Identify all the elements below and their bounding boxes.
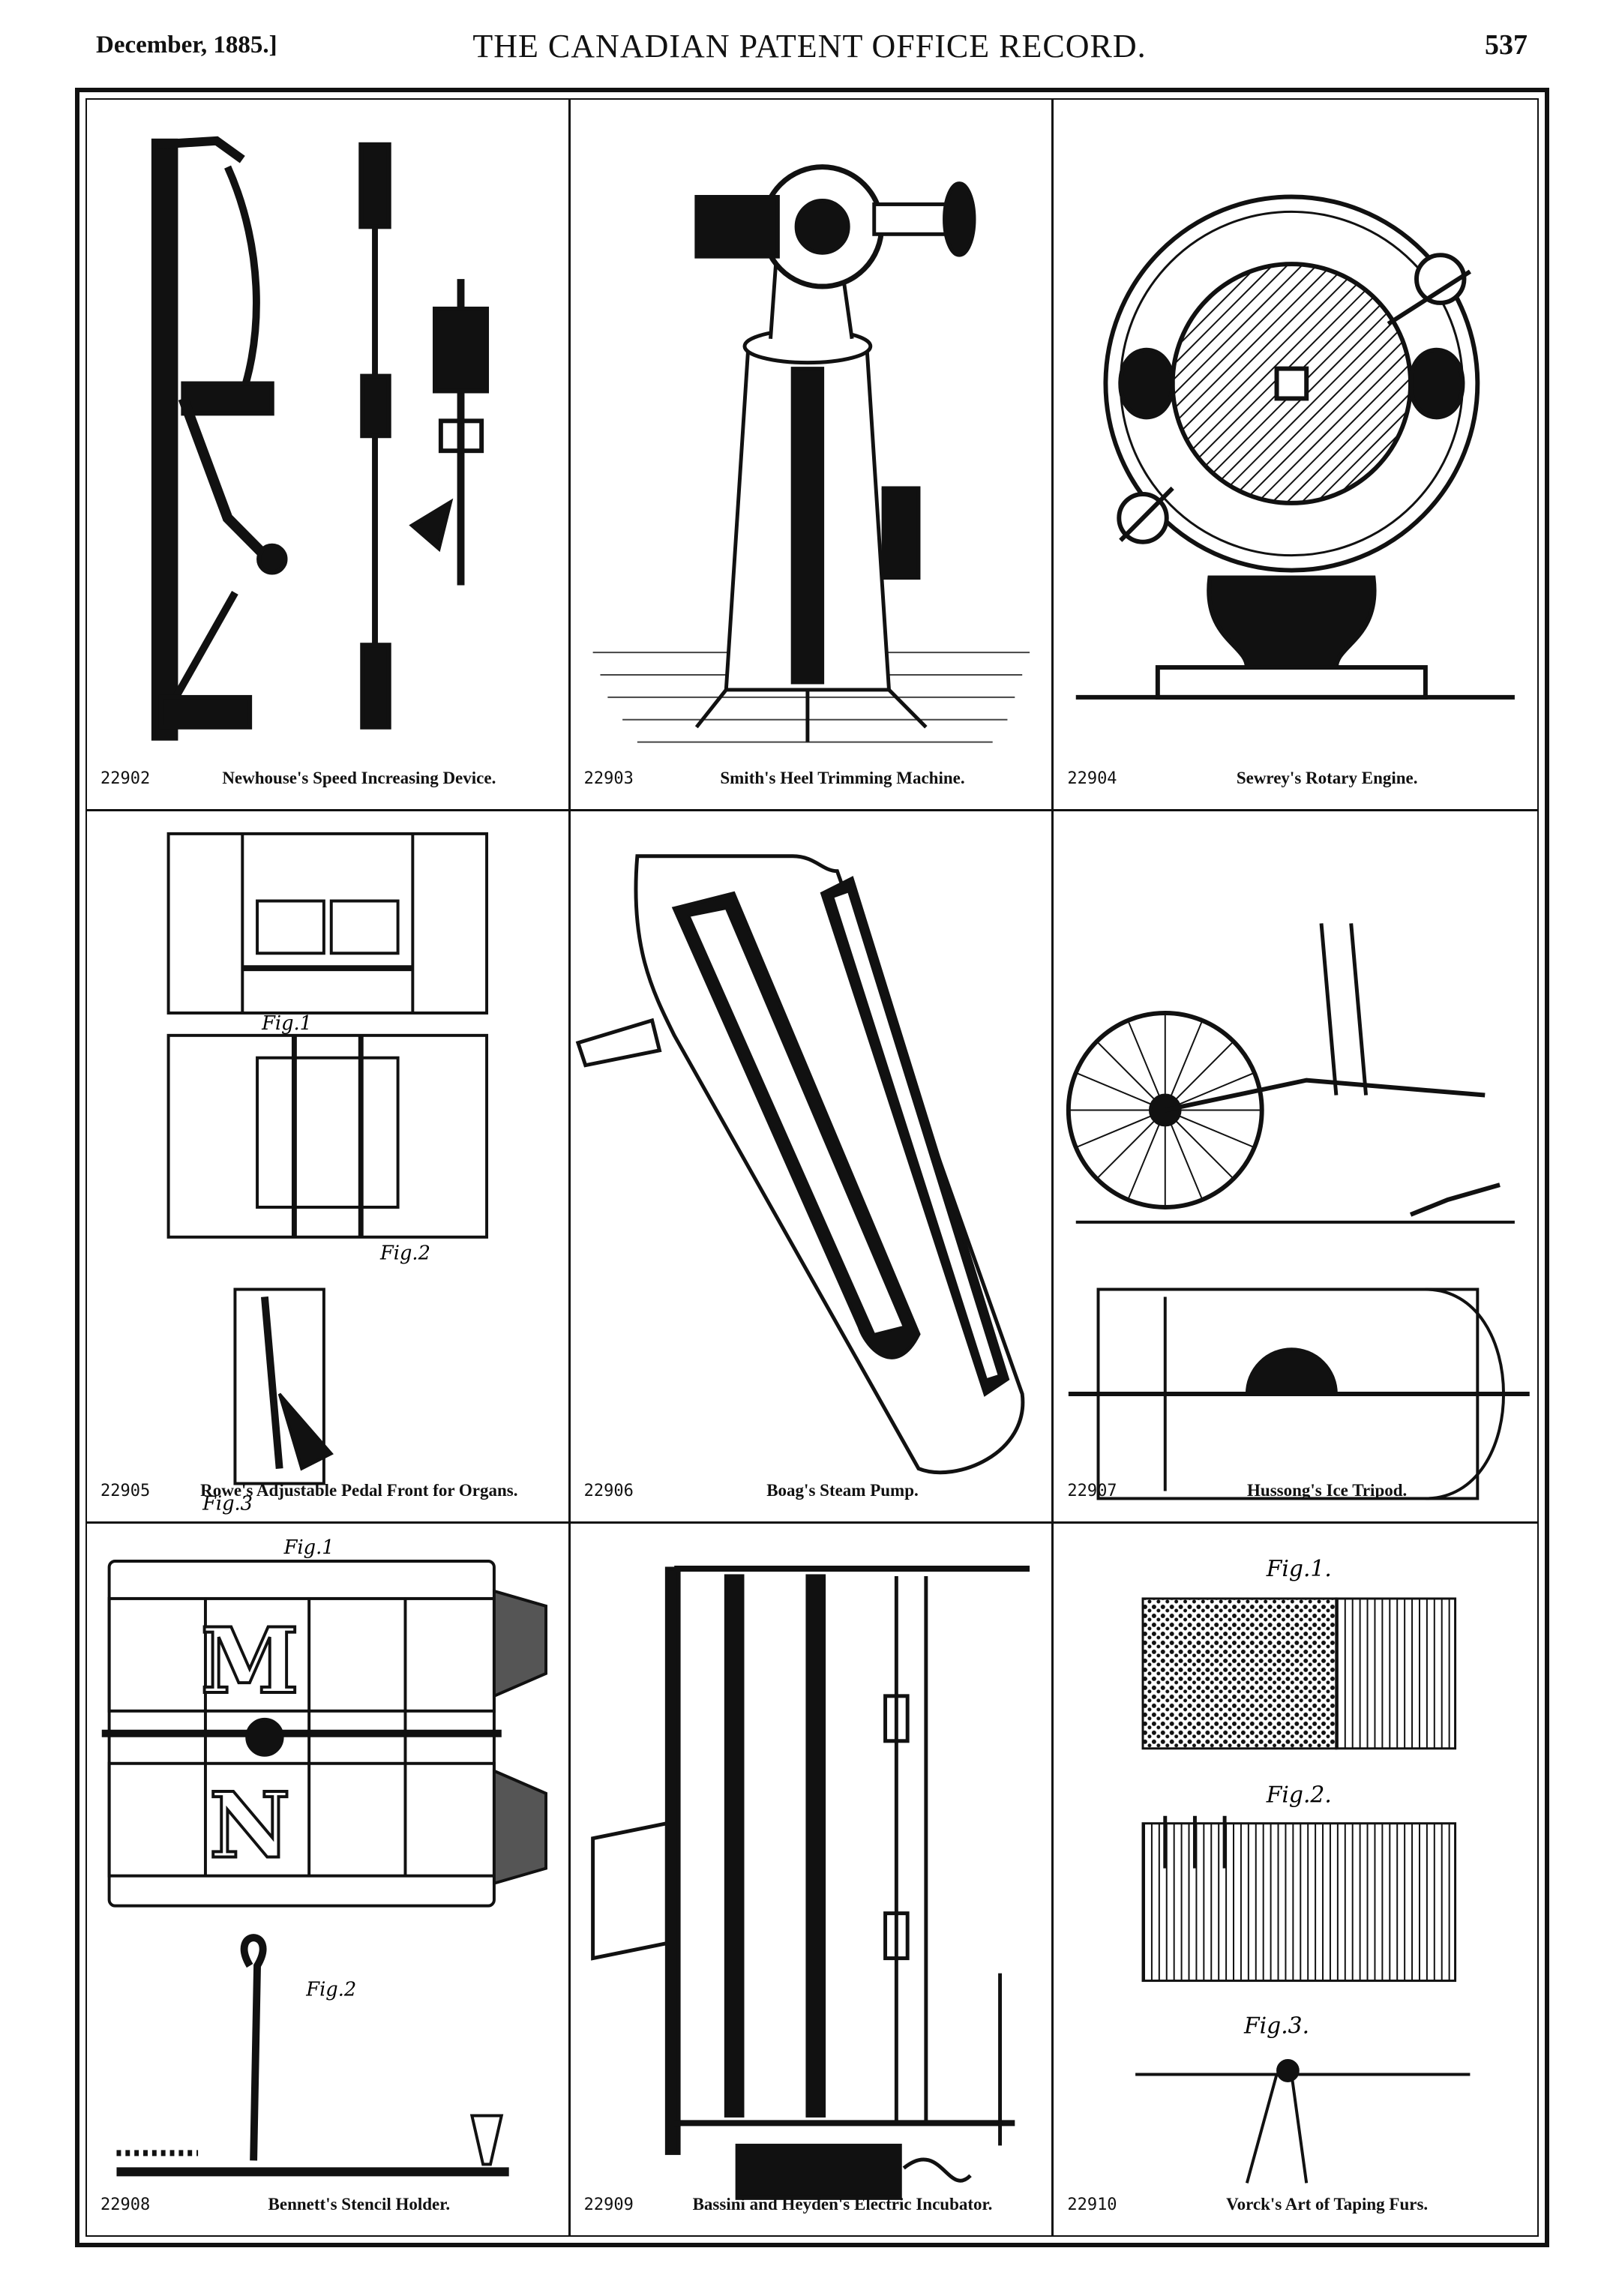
rotary-engine-drawing-icon	[1076, 194, 1516, 700]
patent-title: Smith's Heel Trimming Machine.	[720, 769, 965, 788]
patent-caption: 22910 Vorck's Art of Taping Furs.	[1067, 2195, 1527, 2214]
ice-tripod-wheel-drawing-icon	[1066, 923, 1531, 1500]
plate-frame: 22902 Newhouse's Speed Increasing Device…	[75, 88, 1549, 2247]
patent-title: Rowe's Adjustable Pedal Front for Organs…	[200, 1480, 518, 1500]
patent-number: 22910	[1067, 2195, 1117, 2214]
patent-caption: 22909 Bassini and Heyden's Electric Incu…	[584, 2195, 1042, 2214]
figure-label: Fig.2.	[1266, 1782, 1332, 1808]
patent-number: 22904	[1067, 769, 1117, 789]
patent-number: 22908	[100, 2195, 151, 2214]
patent-number: 22909	[583, 2195, 634, 2214]
steam-pump-trough-drawing-icon	[575, 854, 1024, 1475]
patent-title: Bennett's Stencil Holder.	[268, 2194, 451, 2214]
heel-trimming-machine-drawing-icon	[592, 164, 1030, 743]
patent-number: 22903	[583, 769, 634, 789]
patent-caption: 22903 Smith's Heel Trimming Machine.	[584, 769, 1042, 788]
figure-label: Fig.3	[202, 1493, 253, 1515]
figure-label: Fig.1	[283, 1536, 334, 1558]
patent-cell-22906: 22906 Boag's Steam Pump.	[570, 811, 1054, 1524]
patent-caption: 22905 Rowe's Adjustable Pedal Front for …	[100, 1481, 558, 1500]
patent-cell-22910: Fig.1. Fig.2. Fig.3. 22910 Vorck's Art o…	[1054, 1524, 1537, 2235]
patent-caption: 22907 Hussong's Ice Tripod.	[1067, 1481, 1527, 1500]
lever-mechanism-drawing-icon	[151, 136, 490, 741]
patent-cell-22907: 22907 Hussong's Ice Tripod.	[1054, 811, 1537, 1524]
patent-caption: 22904 Sewrey's Rotary Engine.	[1067, 769, 1527, 788]
patent-number: 22902	[100, 769, 151, 789]
patent-title: Newhouse's Speed Increasing Device.	[222, 769, 496, 788]
patent-number: 22906	[583, 1481, 634, 1500]
organ-pedal-drawing-icon: Fig.1 Fig.2 Fig.3	[166, 832, 489, 1515]
page-number: 537	[1485, 29, 1528, 61]
header-date: December, 1885.]	[96, 31, 277, 58]
patent-cell-22903: 22903 Smith's Heel Trimming Machine.	[570, 100, 1054, 812]
patent-number: 22907	[1067, 1481, 1117, 1500]
stencil-holder-drawing-icon: M N Fig.1 Fig.2	[101, 1536, 548, 2177]
page-header: December, 1885.] THE CANADIAN PATENT OFF…	[0, 0, 1619, 75]
figure-label: Fig.1.	[1266, 1556, 1332, 1582]
figure-label: Fig.1	[261, 1012, 312, 1035]
patent-title: Boag's Steam Pump.	[766, 1480, 919, 1500]
patent-title: Vorck's Art of Taping Furs.	[1226, 2194, 1429, 2214]
patent-title: Sewrey's Rotary Engine.	[1236, 769, 1418, 788]
patent-cell-22902: 22902 Newhouse's Speed Increasing Device…	[87, 100, 571, 812]
patent-title: Hussong's Ice Tripod.	[1247, 1480, 1408, 1500]
figure-label: Fig.2	[379, 1242, 430, 1265]
patent-title: Bassini and Heyden's Electric Incubator.	[692, 2194, 993, 2214]
header-title: THE CANADIAN PATENT OFFICE RECORD.	[472, 28, 1147, 64]
stencil-letter-top: M	[201, 1608, 299, 1714]
fur-taping-drawing-icon: Fig.1. Fig.2. Fig.3.	[1135, 1556, 1471, 2184]
plate-inner-border: 22902 Newhouse's Speed Increasing Device…	[85, 98, 1539, 2237]
patent-caption: 22906 Boag's Steam Pump.	[584, 1481, 1042, 1500]
patent-caption: 22902 Newhouse's Speed Increasing Device…	[100, 769, 558, 788]
electric-incubator-drawing-icon	[590, 1565, 1030, 2200]
patent-cell-22905: Fig.1 Fig.2 Fig.3 22905 Rowe's Adjustabl…	[87, 811, 571, 1524]
patent-cell-22909: 22909 Bassini and Heyden's Electric Incu…	[571, 1523, 1054, 2235]
patent-grid: 22902 Newhouse's Speed Increasing Device…	[87, 100, 1537, 2235]
patent-cell-22908: M N Fig.1 Fig.2 22908 Bennett's Stencil …	[87, 1523, 571, 2235]
figure-label: Fig.2	[305, 1978, 356, 2001]
stencil-letter-bottom: N	[209, 1773, 290, 1879]
patent-cell-22904: 22904 Sewrey's Rotary Engine.	[1054, 100, 1537, 812]
patent-caption: 22908 Bennett's Stencil Holder.	[100, 2195, 558, 2214]
patent-number: 22905	[100, 1481, 151, 1500]
figure-label: Fig.3.	[1243, 2013, 1309, 2039]
